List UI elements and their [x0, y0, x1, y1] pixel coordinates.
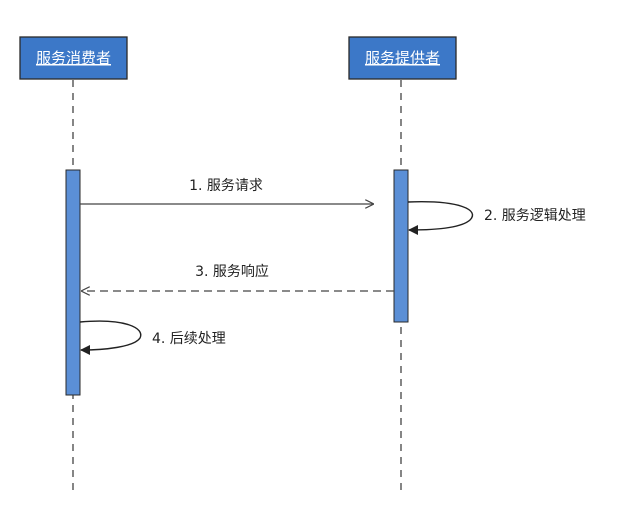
message-3-label: 3. 服务响应 — [195, 263, 269, 280]
message-4-self-loop — [79, 320, 142, 355]
participant-provider-label: 服务提供者 — [365, 49, 440, 67]
participant-consumer-box — [19, 36, 128, 80]
message-2-label: 2. 服务逻辑处理 — [484, 208, 586, 224]
provider-activation-bar — [393, 169, 409, 323]
participant-consumer: 服务消费者 — [19, 36, 128, 80]
message-1-label: 1. 服务请求 — [189, 178, 263, 194]
message-2-self-loop — [407, 201, 474, 235]
consumer-activation-bar — [65, 169, 81, 396]
participant-consumer-label: 服务消费者 — [36, 49, 111, 67]
participant-provider: 服务提供者 — [348, 36, 457, 80]
message-4-label: 4. 后续处理 — [152, 330, 226, 347]
participant-provider-box — [348, 36, 457, 80]
